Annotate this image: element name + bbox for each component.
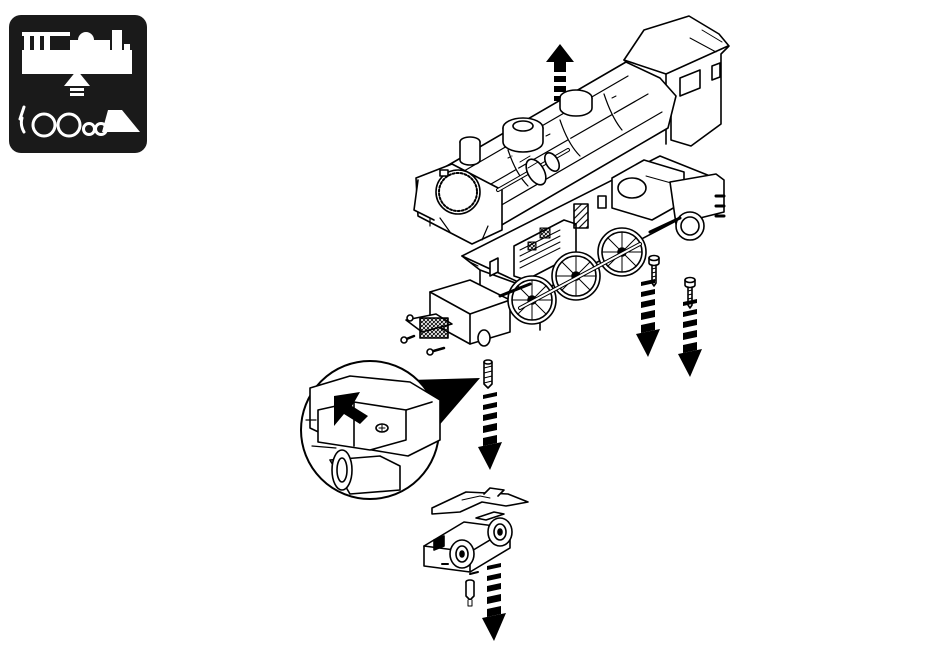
front-bogie-truck: [424, 488, 528, 606]
down-arrow-front-screw: [478, 392, 502, 470]
down-arrow-rear-left: [636, 279, 660, 357]
down-arrow-bogie: [482, 563, 506, 641]
detail-magnifier: [301, 361, 480, 499]
down-arrow-rear-right: [678, 299, 702, 377]
steam-locomotive-body-removal-icon: [9, 15, 147, 153]
front-screw: [484, 360, 492, 388]
